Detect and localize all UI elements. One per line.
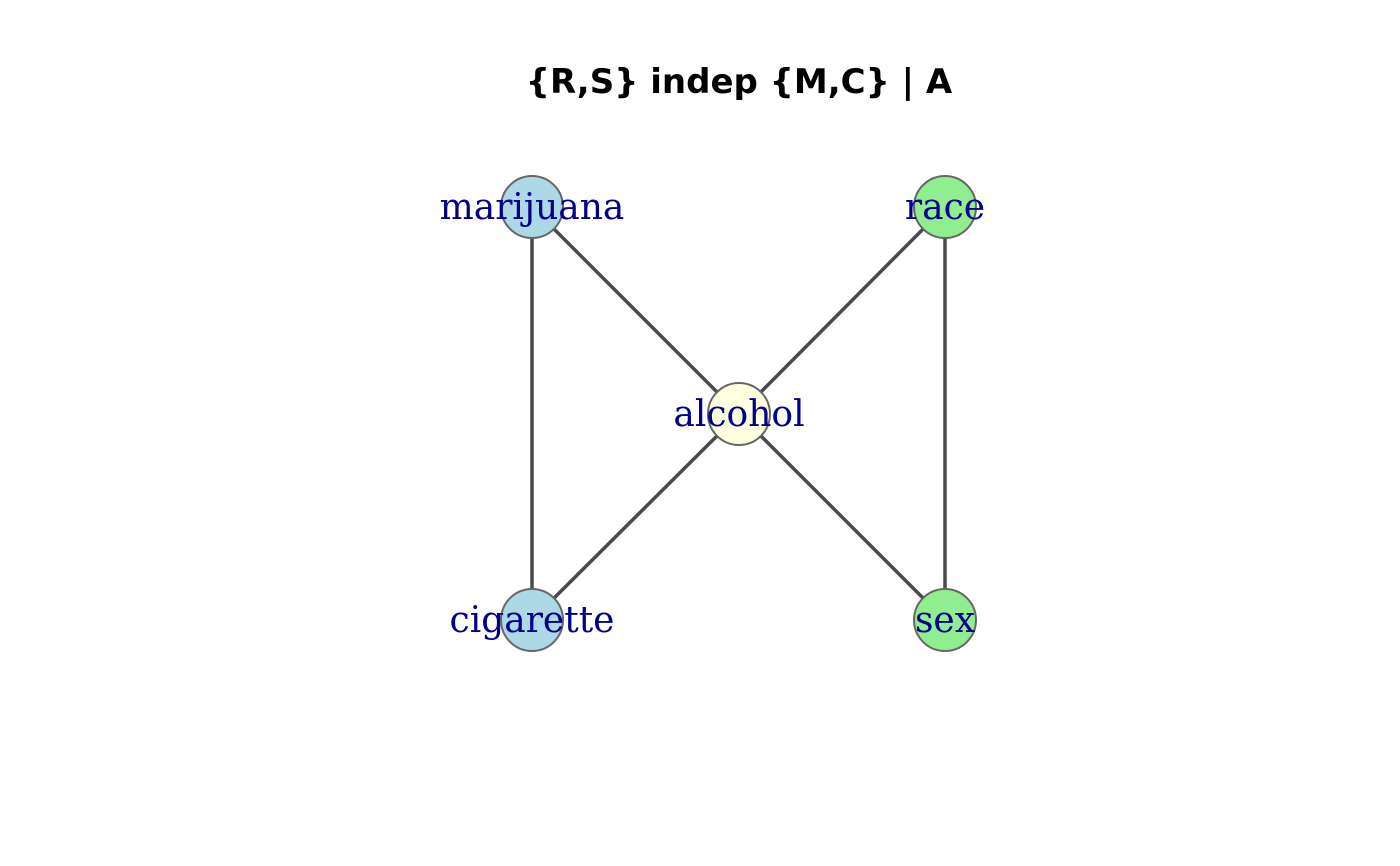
plot-title: {R,S} indep {M,C} | A [526, 62, 953, 102]
node-label-marijuana: marijuana [440, 187, 625, 228]
node-label-alcohol: alcohol [673, 394, 804, 435]
edge-marijuana-alcohol [530, 205, 741, 416]
edge-race-alcohol [737, 205, 947, 416]
node-label-race: race [905, 187, 985, 228]
node-label-sex: sex [915, 600, 975, 641]
node-race [913, 175, 977, 239]
node-sex [913, 588, 977, 652]
node-marijuana [500, 175, 564, 239]
node-alcohol [707, 382, 771, 446]
node-cigarette [500, 588, 564, 652]
edge-alcohol-sex [737, 412, 947, 622]
node-label-cigarette: cigarette [450, 600, 615, 641]
edge-alcohol-cigarette [530, 412, 741, 622]
